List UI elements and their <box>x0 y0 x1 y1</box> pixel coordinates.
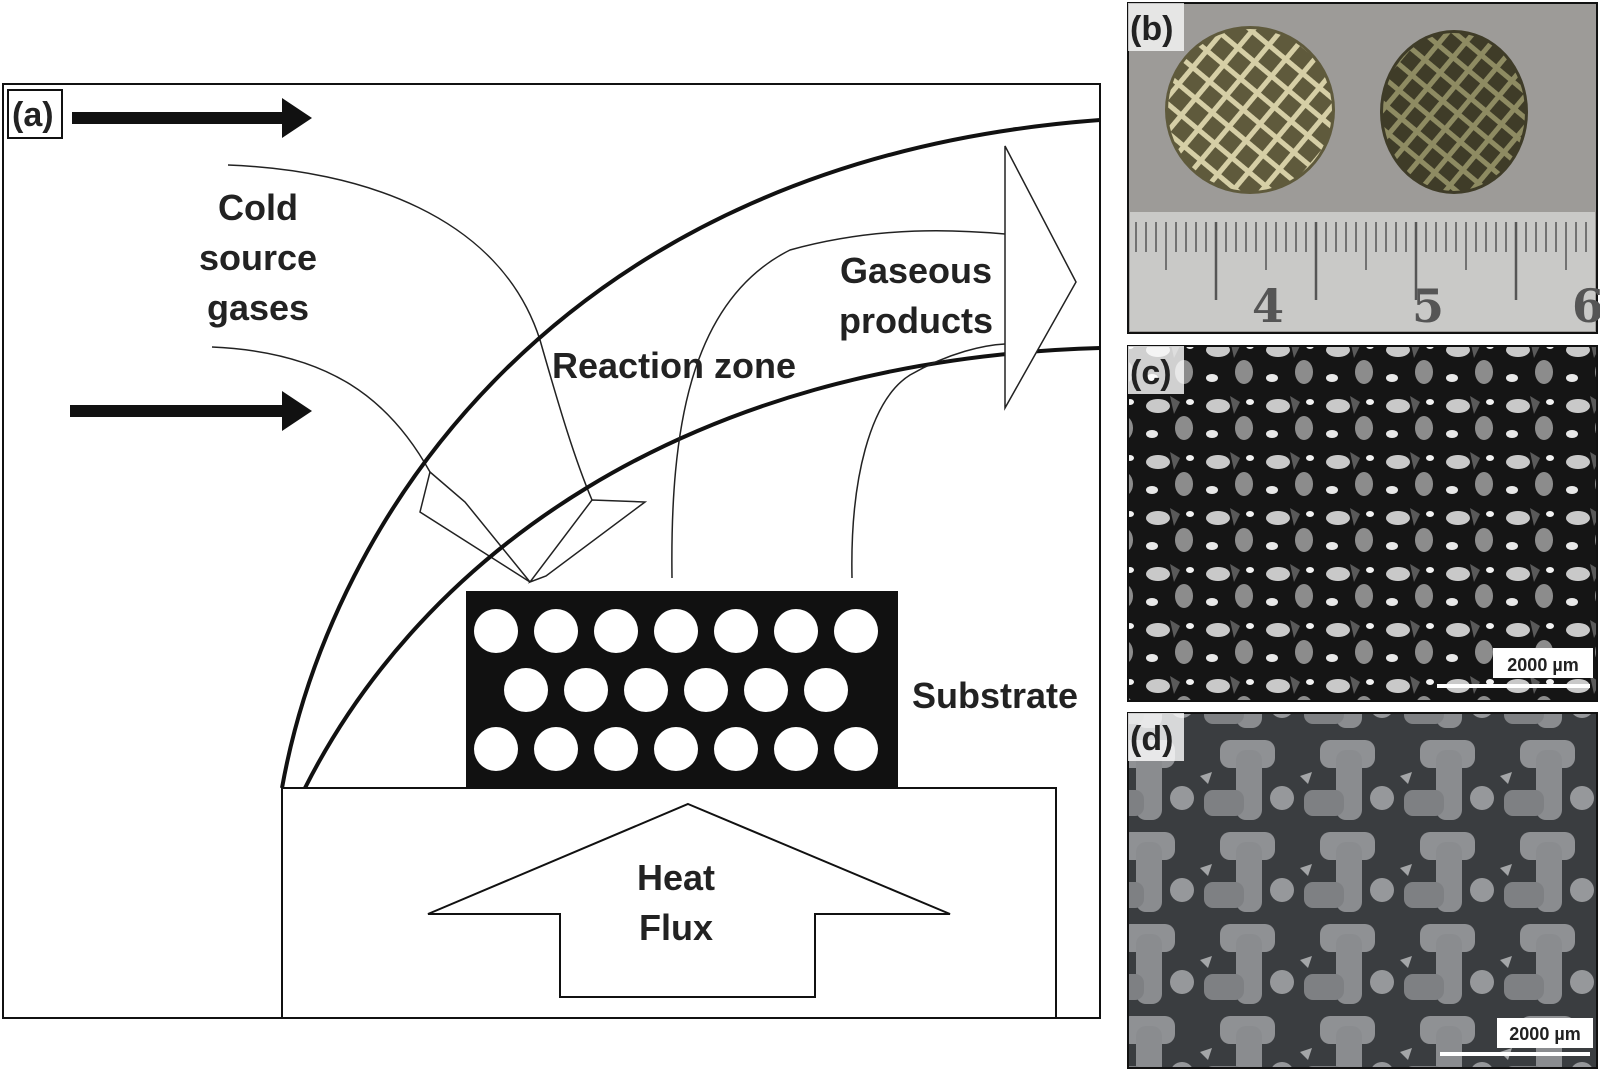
cold-source-gases-label-2: source <box>199 237 317 278</box>
lattice-pore <box>834 609 878 653</box>
lattice-pore <box>684 668 728 712</box>
panel-b-tag: (b) <box>1130 10 1173 48</box>
panel-a: (a) Cold source gases <box>2 83 1101 1019</box>
lattice-pore <box>624 668 668 712</box>
cold-source-gases-label-3: gases <box>207 287 309 328</box>
substrate-label: Substrate <box>912 675 1078 716</box>
panel-b-tag-bg <box>1128 3 1184 51</box>
panel-c: (c) 2000 µm <box>1127 345 1598 702</box>
lattice-pore <box>534 727 578 771</box>
panel-a-tag: (a) <box>12 96 54 134</box>
cold-gas-arrowhead-1 <box>527 499 648 584</box>
panel-d-tag: (d) <box>1130 720 1173 758</box>
cold-gas-flow-line-1 <box>227 164 593 501</box>
gaseous-products-label-2: products <box>839 300 993 341</box>
panel-c-scale-box <box>1493 648 1593 678</box>
lattice-pore <box>654 727 698 771</box>
panel-a-tag-box <box>7 89 63 139</box>
lattice-pore <box>774 727 818 771</box>
cold-gas-arrowhead-2 <box>419 470 531 583</box>
outer-boundary-curve <box>280 118 1101 789</box>
lattice-pore <box>654 609 698 653</box>
panel-d: (d) 2000 µm <box>1127 712 1598 1069</box>
heat-flux-arrow <box>427 802 951 998</box>
ruler-number-4: 4 <box>1252 279 1284 333</box>
gaseous-products-flow-line-2 <box>851 343 1006 579</box>
panel-d-tag-bg <box>1128 713 1184 761</box>
lattice-pore <box>804 668 848 712</box>
inner-boundary-curve <box>303 346 1101 789</box>
cold-gas-flow-line-2 <box>211 346 431 473</box>
panel-d-scale-label: 2000 µm <box>1509 1024 1580 1044</box>
lattice-pore <box>714 609 758 653</box>
lattice-pore <box>744 668 788 712</box>
panel-d-photo <box>1127 712 1598 1069</box>
cold-source-gases-label-1: Cold <box>218 187 298 228</box>
lattice-pore <box>594 609 638 653</box>
lattice-pore <box>564 668 608 712</box>
gaseous-products-label-1: Gaseous <box>840 250 992 291</box>
lattice-sample-left <box>1165 26 1335 194</box>
heat-flux-label-1: Heat <box>637 857 715 898</box>
inlet-arrow-top <box>72 98 312 138</box>
ruler-number-6: 6 <box>1572 279 1600 333</box>
ruler-number-5: 5 <box>1412 279 1444 333</box>
inlet-arrow-bottom <box>70 391 312 431</box>
lattice-pore <box>504 668 548 712</box>
panel-c-photo <box>1127 345 1598 702</box>
lattice-pore <box>474 727 518 771</box>
lattice-pore <box>594 727 638 771</box>
heat-flux-label-2: Flux <box>639 907 713 948</box>
ruler <box>1130 212 1595 331</box>
panel-c-tag-bg <box>1128 346 1184 394</box>
lattice-pore <box>714 727 758 771</box>
lattice-pore <box>834 727 878 771</box>
panel-d-scale-bar <box>1440 1052 1590 1056</box>
panel-b: 4 5 6 (b) <box>1127 2 1600 334</box>
lattice-pore <box>534 609 578 653</box>
panel-c-scale-label: 2000 µm <box>1507 655 1578 675</box>
panel-d-scale-box <box>1497 1018 1593 1048</box>
reaction-zone-label: Reaction zone <box>552 345 796 386</box>
lattice-pore <box>474 609 518 653</box>
gaseous-products-arrowhead <box>1004 145 1077 411</box>
lattice-pore <box>774 609 818 653</box>
ruler-ticks <box>1135 222 1587 300</box>
panel-c-scale-bar <box>1437 684 1590 688</box>
lattice-sample-right <box>1380 30 1528 194</box>
panel-c-tag: (c) <box>1130 354 1172 392</box>
substrate-lattice <box>466 591 898 787</box>
gaseous-products-flow-line-1 <box>671 229 1006 579</box>
